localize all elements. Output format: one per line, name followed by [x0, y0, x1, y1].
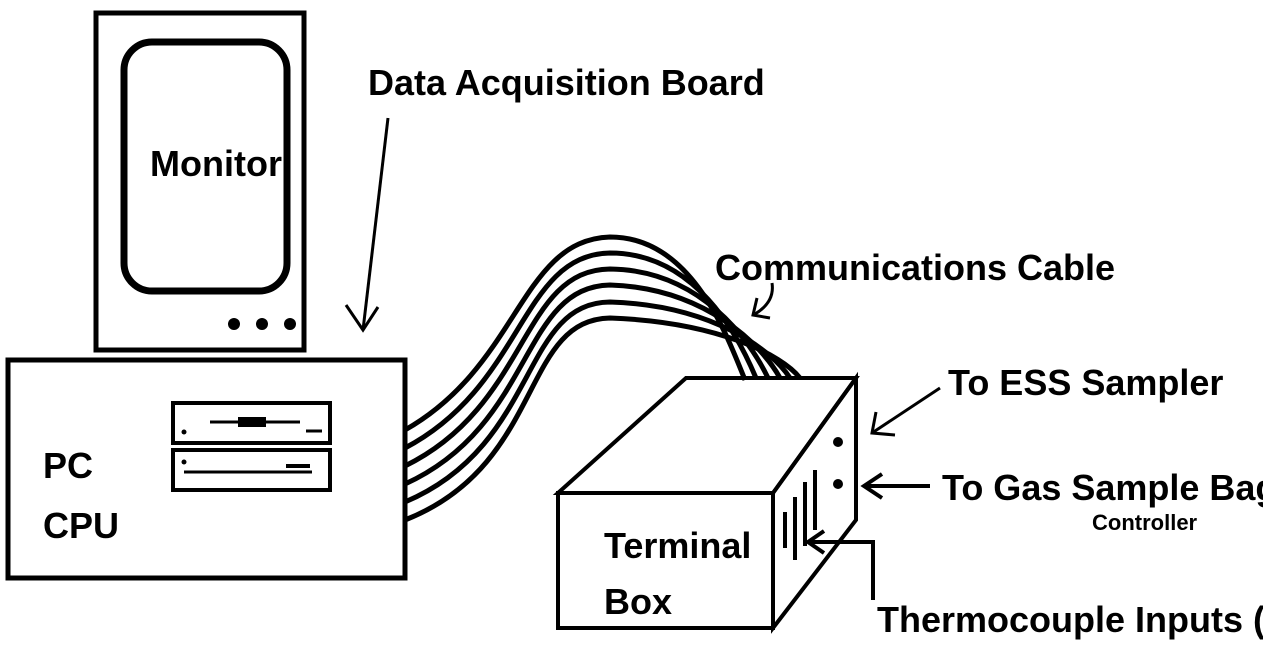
drive-bay [171, 448, 332, 492]
monitor: Monitor [93, 10, 307, 353]
ess-sampler-arrow [870, 386, 941, 437]
monitor-label: Monitor [150, 143, 282, 184]
pc-label: PC [43, 445, 93, 486]
monitor-button [228, 318, 240, 330]
communications-cable-arrow [751, 282, 774, 320]
gas-sample-bag-arrow [860, 472, 930, 500]
communications-cable-label: Communications Cable [715, 247, 1115, 288]
pc-cpu: PC CPU [5, 357, 408, 581]
cpu-case [5, 357, 408, 581]
thermocouple-arrow [804, 529, 875, 600]
communications-cable [403, 234, 802, 523]
gas-bag-connector [833, 479, 843, 489]
data-acquisition-board-label: Data Acquisition Board [368, 62, 765, 103]
controller-label: Controller [1092, 510, 1198, 535]
thermocouple-inputs-label: Thermocouple Inputs (8) [877, 599, 1263, 640]
ess-connector [833, 437, 843, 447]
terminal-box: Terminal Box [552, 371, 860, 634]
data-acquisition-board-arrow [344, 117, 390, 333]
to-ess-sampler-label: To ESS Sampler [948, 362, 1223, 403]
drive-slot [238, 417, 266, 427]
cpu-label: CPU [43, 505, 119, 546]
to-gas-sample-bag-label: To Gas Sample Bag [942, 467, 1263, 508]
monitor-button [256, 318, 268, 330]
box-label: Box [604, 581, 672, 622]
terminal-box-top [552, 376, 860, 495]
drive-bay [171, 401, 332, 445]
monitor-button [284, 318, 296, 330]
terminal-label: Terminal [604, 525, 751, 566]
terminal-box-side [771, 371, 858, 634]
monitor-screen [120, 38, 291, 295]
monitor-housing [93, 10, 307, 353]
